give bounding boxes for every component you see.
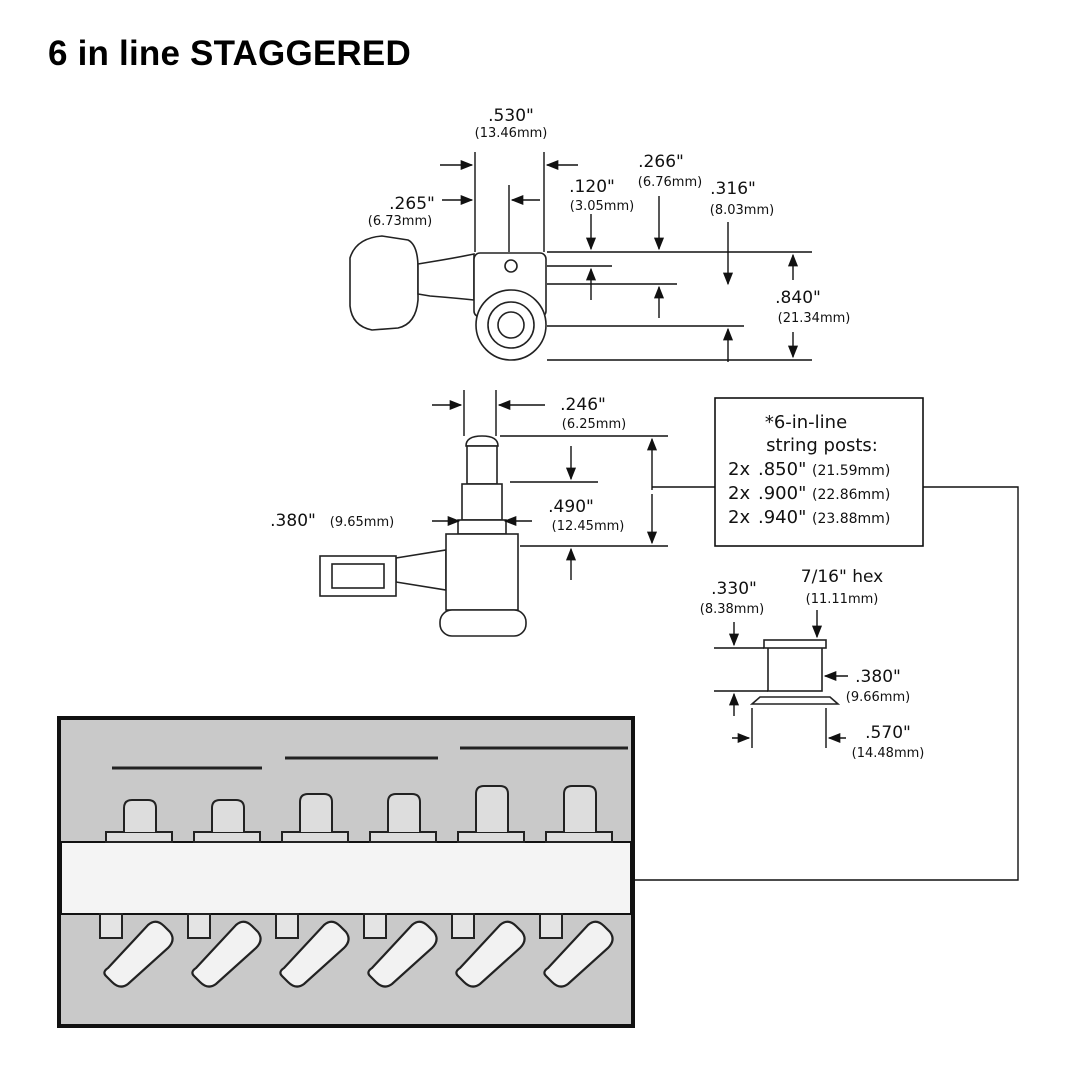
note-leader-right xyxy=(633,486,1019,881)
front-view-dimensions: .246" (6.25mm) .490" (12.45mm) .380" (9.… xyxy=(270,390,668,580)
note-box xyxy=(714,397,924,547)
dim-490-mm: (12.45mm) xyxy=(552,519,625,534)
dim-246-mm: (6.25mm) xyxy=(562,417,626,432)
string-post-short xyxy=(193,799,261,843)
string-post-medium xyxy=(369,793,437,843)
dim-840-mm: (21.34mm) xyxy=(778,311,851,326)
dim-316-mm: (8.03mm) xyxy=(710,203,774,218)
note-line1: *6-in-line xyxy=(765,412,847,433)
dim-hex-mm: (11.11mm) xyxy=(806,592,879,607)
dim-hex-in: 7/16" hex xyxy=(801,567,883,587)
dim-330-in: .330" xyxy=(711,579,757,599)
gear-center xyxy=(497,311,525,339)
dim-380-bush-mm: (9.66mm) xyxy=(846,690,910,705)
tuner-key xyxy=(539,913,614,988)
string-post-short xyxy=(105,799,173,843)
bushing-hex xyxy=(763,639,827,649)
dim-570-mm: (14.48mm) xyxy=(852,746,925,761)
dim-490-in: .490" xyxy=(548,497,594,517)
dim-266-in: .266" xyxy=(638,152,684,172)
tuner-key xyxy=(187,913,262,988)
tuner-shaft xyxy=(417,253,475,301)
dim-265-mm: (6.73mm) xyxy=(368,214,432,229)
bushing-flange xyxy=(749,696,841,705)
dim-380-thread-in: .380" xyxy=(270,511,316,531)
note-row-mm: (21.59mm) xyxy=(812,463,890,479)
note-row: 2x .850" (21.59mm) xyxy=(728,459,890,480)
dim-840-in: .840" xyxy=(775,288,821,308)
string-post xyxy=(466,445,498,485)
note-row-mm: (22.86mm) xyxy=(812,487,890,503)
note-row: 2x .900" (22.86mm) xyxy=(728,483,890,504)
front-shaft xyxy=(395,549,447,591)
front-button-inner xyxy=(331,563,385,589)
note-row-qty: 2x xyxy=(728,459,750,480)
dim-570-in: .570" xyxy=(865,723,911,743)
tuner-side-view xyxy=(349,235,547,361)
note-row-in: .900" xyxy=(758,483,806,504)
side-view-dimensions: .530" (13.46mm) .265" (6.73mm) .120" (3.… xyxy=(368,106,851,362)
dim-530-mm: (13.46mm) xyxy=(475,126,548,141)
tuner-button xyxy=(349,235,419,331)
string-post-tall xyxy=(457,785,525,843)
bushing-body xyxy=(767,644,823,692)
tuner-key xyxy=(363,913,438,988)
note-row-qty: 2x xyxy=(728,483,750,504)
dim-265-in: .265" xyxy=(389,194,435,214)
post-cap xyxy=(465,435,499,447)
bushing-detail: .330" (8.38mm) 7/16" hex (11.11mm) .380"… xyxy=(700,567,925,761)
dim-330-mm: (8.38mm) xyxy=(700,602,764,617)
front-gear xyxy=(439,609,527,637)
string-hole-icon xyxy=(504,259,518,273)
dim-530-in: .530" xyxy=(488,106,534,126)
string-post-medium xyxy=(281,793,349,843)
dim-316-in: .316" xyxy=(710,179,756,199)
string-post-note: *6-in-line string posts: 2x .850" (21.59… xyxy=(633,397,1019,881)
tuner-key xyxy=(99,913,174,988)
note-row-in: .850" xyxy=(758,459,806,480)
dim-120-mm: (3.05mm) xyxy=(570,199,634,214)
hex-nut xyxy=(457,519,507,535)
headstock-strip xyxy=(60,841,632,915)
note-row: 2x .940" (23.88mm) xyxy=(728,507,890,528)
front-housing xyxy=(445,533,519,611)
dim-380-bush-in: .380" xyxy=(855,667,901,687)
note-row-in: .940" xyxy=(758,507,806,528)
note-row-qty: 2x xyxy=(728,507,750,528)
post-thread xyxy=(461,483,503,521)
string-post-tall xyxy=(545,785,613,843)
tuner-front-view xyxy=(319,435,527,637)
note-row-mm: (23.88mm) xyxy=(812,511,890,527)
dim-120-in: .120" xyxy=(569,177,615,197)
headstock-layout xyxy=(57,716,635,1028)
page-title: 6 in line STAGGERED xyxy=(48,34,411,73)
tuner-key xyxy=(275,913,350,988)
dim-380-thread-mm: (9.65mm) xyxy=(330,515,394,530)
dim-246-in: .246" xyxy=(560,395,606,415)
dim-266-mm: (6.76mm) xyxy=(638,175,702,190)
tuner-key xyxy=(451,913,526,988)
note-line2: string posts: xyxy=(766,435,878,456)
